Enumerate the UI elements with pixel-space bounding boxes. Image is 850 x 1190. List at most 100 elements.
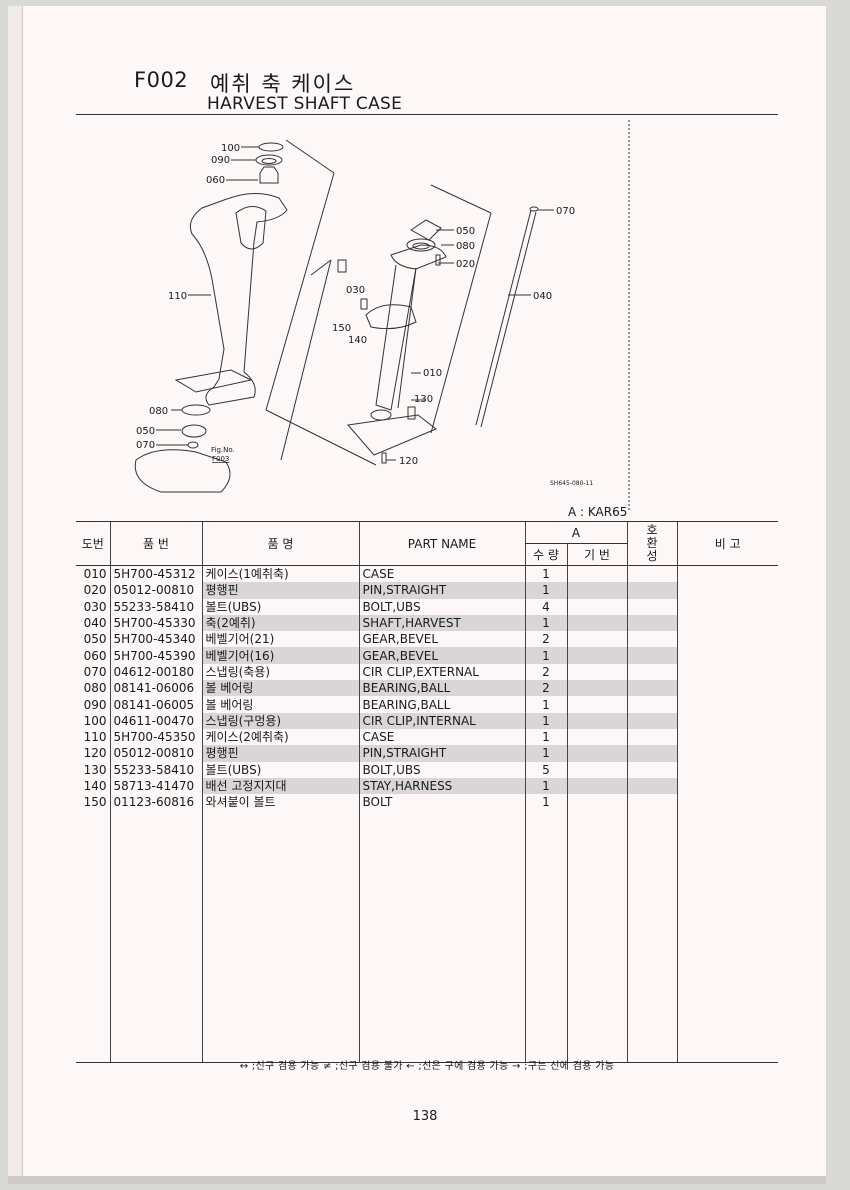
- table-empty-cell: [524, 1060, 567, 1064]
- row-ref: 060: [83, 648, 107, 663]
- table-empty-cell: [76, 1060, 110, 1064]
- row-quantity: 1: [524, 614, 567, 632]
- row-base: [566, 565, 627, 583]
- row-remarks: [676, 794, 778, 811]
- row-quantity: 4: [524, 598, 567, 615]
- row-name-korean: 베벨기어(21): [201, 631, 359, 648]
- row-name-korean: 축(2예취): [201, 614, 359, 632]
- row-part-number: 58713-41470: [109, 777, 202, 795]
- callout-040: 040: [533, 291, 552, 302]
- row-base: [566, 696, 627, 713]
- row-name-korean: 케이스(2예취축): [201, 728, 359, 746]
- row-quantity: 2: [524, 680, 567, 697]
- row-remarks: [676, 582, 778, 599]
- callout-130: 130: [414, 394, 433, 405]
- table-last-row: [76, 1060, 778, 1064]
- row-ref: 080: [83, 681, 107, 696]
- row-part-name: BOLT,UBS: [358, 598, 525, 615]
- row-name-korean: 와셔붙이 볼트: [201, 794, 359, 811]
- table-filler-row: [76, 810, 778, 1061]
- row-part-name: CASE: [358, 728, 525, 746]
- header-part-name: PART NAME: [358, 521, 525, 566]
- row-interchange: [626, 696, 677, 713]
- row-ref: 040: [83, 616, 107, 631]
- callout-050-right: 050: [456, 226, 475, 237]
- row-part-name: CASE: [358, 565, 525, 583]
- row-part-number: 04612-00180: [109, 663, 202, 681]
- callout-150: 150: [332, 323, 351, 334]
- row-interchange: [626, 614, 677, 632]
- row-interchange: [626, 598, 677, 615]
- callout-120: 120: [399, 456, 418, 467]
- row-remarks: [676, 777, 778, 795]
- row-quantity: 1: [524, 728, 567, 746]
- row-base: [566, 745, 627, 762]
- row-quantity: 1: [524, 696, 567, 713]
- row-ref: 110: [83, 730, 107, 745]
- table-empty-cell: [566, 810, 627, 1061]
- row-part-name: PIN,STRAIGHT: [358, 582, 525, 599]
- row-base: [566, 777, 627, 795]
- parts-table: 도번 품 번 품 명 PART NAME A 호 환 성 비 고 수 량 기 번…: [76, 521, 778, 1064]
- callout-140: 140: [348, 335, 367, 346]
- row-remarks: [676, 614, 778, 632]
- row-ref: 140: [83, 779, 107, 793]
- row-remarks: [676, 663, 778, 681]
- row-part-number: 5H700-45330: [109, 614, 202, 632]
- row-part-number: 5H700-45312: [109, 565, 202, 583]
- row-interchange: [626, 565, 677, 583]
- row-quantity: 1: [524, 712, 567, 729]
- row-part-name: CIR CLIP,EXTERNAL: [358, 663, 525, 681]
- row-name-korean: 케이스(1예취축): [201, 565, 359, 583]
- row-base: [566, 663, 627, 681]
- row-name-korean: 배선 고정지지대: [201, 777, 359, 795]
- header-name-korean: 품 명: [201, 521, 359, 566]
- row-remarks: [676, 712, 778, 729]
- row-remarks: [676, 728, 778, 746]
- row-interchange: [626, 728, 677, 746]
- row-part-name: BEARING,BALL: [358, 696, 525, 713]
- row-ref: 030: [83, 599, 107, 614]
- row-part-number: 5H700-45350: [109, 728, 202, 746]
- header-remarks: 비 고: [676, 521, 778, 566]
- row-part-name: PIN,STRAIGHT: [358, 745, 525, 762]
- row-part-name: BOLT,UBS: [358, 761, 525, 778]
- table-empty-cell: [358, 810, 525, 1061]
- callout-010: 010: [423, 368, 442, 379]
- table-empty-cell: [524, 810, 567, 1061]
- row-base: [566, 728, 627, 746]
- table-empty-cell: [109, 1060, 202, 1064]
- row-quantity: 1: [524, 647, 567, 664]
- row-interchange: [626, 631, 677, 648]
- row-interchange: [626, 777, 677, 795]
- row-part-name: BEARING,BALL: [358, 680, 525, 697]
- callout-030: 030: [346, 285, 365, 296]
- row-name-korean: 볼 베어링: [201, 680, 359, 697]
- callout-060: 060: [206, 175, 225, 186]
- row-name-korean: 스냅링(축용): [201, 663, 359, 681]
- row-quantity: 1: [524, 565, 567, 583]
- fig-ref-label: Fig.No.: [211, 446, 235, 454]
- header-interchange: 호 환 성: [626, 521, 677, 566]
- row-part-number: 05012-00810: [109, 582, 202, 599]
- row-part-name: SHAFT,HARVEST: [358, 614, 525, 632]
- callout-080-left: 080: [149, 406, 168, 417]
- row-ref: 150: [83, 795, 107, 810]
- row-ref: 020: [83, 583, 107, 598]
- header-ref: 도번: [76, 521, 110, 566]
- row-ref: 120: [83, 746, 107, 761]
- callout-070-left: 070: [136, 440, 155, 451]
- table-empty-cell: [676, 1060, 778, 1064]
- row-ref: 070: [83, 664, 107, 679]
- callout-070-right: 070: [556, 206, 575, 217]
- row-part-number: 08141-06005: [109, 696, 202, 713]
